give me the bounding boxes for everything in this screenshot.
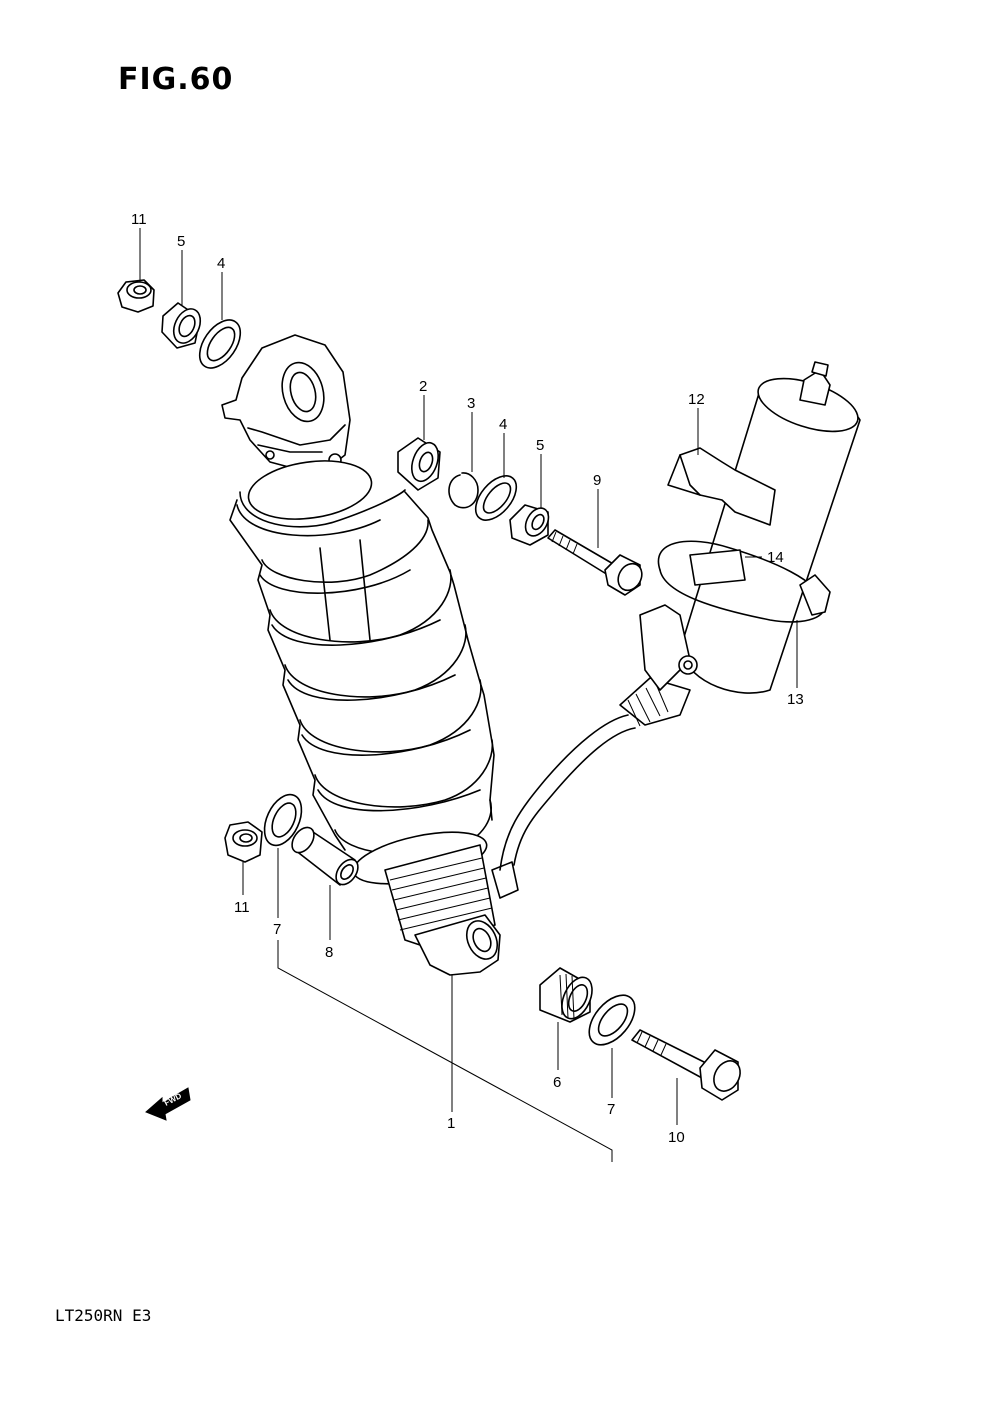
callout-6: 6 [553,1074,561,1091]
part-3-circlip [448,472,479,509]
part-7-right-seal [588,994,636,1046]
callout-13: 13 [787,691,804,708]
part-9-bolt [547,529,643,596]
part-11-lower-nut [224,821,263,863]
callout-8: 8 [325,944,333,961]
callout-11-top: 11 [131,211,147,228]
callout-5-top: 5 [177,233,185,250]
part-13-reservoir-band [657,540,831,623]
part-6-needle-bearing [539,967,593,1023]
leader-lines [139,228,798,1162]
callout-11-lower: 11 [234,899,250,916]
callout-14: 14 [767,549,784,566]
part-4-right-seal [474,475,518,521]
model-code: LT250RN E3 [55,1306,152,1325]
callout-7-right: 7 [607,1101,615,1118]
fwd-direction-arrow: FWD [145,1087,191,1121]
reservoir-tank [639,361,861,694]
part-14-label-tab [689,549,746,586]
callout-4-top: 4 [217,255,225,272]
part-12-reservoir-clip [667,447,776,526]
part-5-right-collar [509,504,550,546]
reservoir-hose [499,677,691,871]
callout-2: 2 [419,378,427,395]
part-4-top-seal [198,319,242,369]
callout-1: 1 [447,1115,455,1132]
part-2-bushing [397,437,441,491]
part-1-shock-absorber [221,334,519,976]
callout-labels: 11 5 4 2 3 4 5 9 12 14 13 11 7 8 1 6 7 1… [131,211,804,1146]
callout-9: 9 [593,472,601,489]
part-10-bolt [631,1029,741,1101]
part-7-left-seal [263,793,303,847]
callout-12: 12 [688,391,705,408]
callout-7-left: 7 [273,921,281,938]
part-8-spacer [291,826,359,886]
callout-10: 10 [668,1129,685,1146]
part-11-top-nut [117,279,155,313]
callout-3: 3 [467,395,475,412]
callout-5-right: 5 [536,437,544,454]
part-5-top-collar [161,302,202,349]
figure-title: FIG.60 [118,62,234,97]
callout-4-right: 4 [499,416,507,433]
